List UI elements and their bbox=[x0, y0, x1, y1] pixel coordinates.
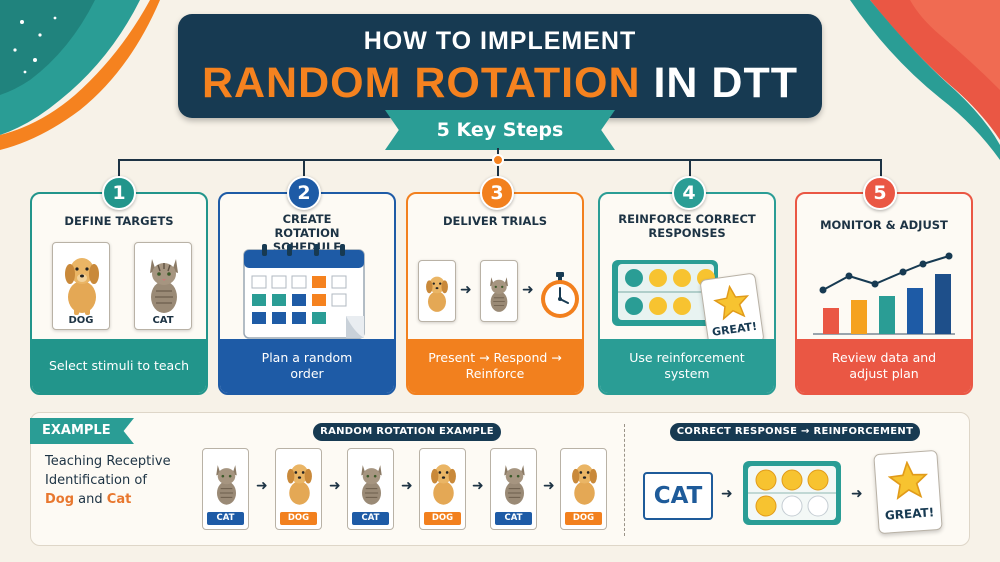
step-card-3: DELIVER TRIALS ➜ ➜ Present → Respond → R… bbox=[406, 192, 584, 395]
step-title: MONITOR & ADJUST bbox=[820, 218, 948, 232]
sequence-label: CAT bbox=[495, 512, 532, 525]
title-rest: IN DTT bbox=[653, 59, 799, 107]
sequence-label: DOG bbox=[424, 512, 461, 525]
step-number-badge-3: 3 bbox=[480, 176, 514, 210]
step-card-2: CREATE ROTATION SCHEDULE Plan a random o… bbox=[218, 192, 396, 395]
step-description: Select stimuli to teach bbox=[32, 339, 206, 393]
great-reward-card: GREAT! bbox=[699, 272, 765, 350]
step-number-badge-5: 5 bbox=[863, 176, 897, 210]
word-cat: Cat bbox=[106, 492, 132, 507]
cat-picture-card bbox=[480, 260, 518, 322]
sequence-label: CAT bbox=[207, 512, 244, 525]
great-reward-card: GREAT! bbox=[873, 449, 943, 535]
step-card-1: DEFINE TARGETS DOG CAT Select stimuli to… bbox=[30, 192, 208, 395]
step-card-4: REINFORCE CORRECT RESPONSES GREAT! Use r… bbox=[598, 192, 776, 395]
great-label: GREAT! bbox=[884, 505, 935, 523]
decorative-corner-left bbox=[0, 0, 160, 150]
step-card-5: MONITOR & ADJUST Review data and adjust … bbox=[795, 192, 973, 395]
cat-label: CAT bbox=[152, 315, 174, 326]
rotation-example-title: RANDOM ROTATION EXAMPLE bbox=[313, 423, 501, 441]
dog-icon bbox=[431, 464, 456, 505]
dog-icon bbox=[426, 276, 448, 312]
word-dog: Dog bbox=[45, 492, 75, 507]
response-example-title: CORRECT RESPONSE → REINFORCEMENT bbox=[670, 423, 920, 441]
dog-label: DOG bbox=[68, 315, 94, 326]
connector-drop-4 bbox=[689, 159, 691, 179]
connector-drop-5 bbox=[880, 159, 882, 179]
step-description: Use reinforcement system bbox=[600, 339, 774, 393]
cat-icon bbox=[504, 465, 525, 505]
arrow-icon: ➜ bbox=[543, 478, 555, 494]
arrow-icon: ➜ bbox=[401, 478, 413, 494]
arrow-icon: ➜ bbox=[472, 478, 484, 494]
token-board-icon bbox=[743, 461, 841, 525]
cat-icon bbox=[490, 277, 508, 312]
connector-drop-2 bbox=[303, 159, 305, 179]
connector-drop-3 bbox=[497, 159, 499, 179]
example-text-line-2: Identification of bbox=[45, 473, 147, 488]
step-number-badge-4: 4 bbox=[672, 176, 706, 210]
sequence-card-3: CAT bbox=[347, 448, 394, 530]
arrow-icon: ➜ bbox=[256, 478, 268, 494]
sequence-label: DOG bbox=[280, 512, 317, 525]
step-title: REINFORCE CORRECT RESPONSES bbox=[618, 212, 756, 240]
example-text-line-1: Teaching Receptive bbox=[45, 454, 171, 469]
arrow-icon: ➜ bbox=[522, 282, 534, 298]
example-tag: EXAMPLE bbox=[30, 418, 134, 444]
connector-drop-1 bbox=[118, 159, 120, 179]
response-word-card: CAT bbox=[643, 472, 713, 520]
example-text-line-3: Dog and Cat bbox=[45, 490, 195, 509]
star-icon bbox=[713, 284, 750, 321]
dog-icon bbox=[65, 258, 99, 315]
subtitle-ribbon: 5 Key Steps bbox=[385, 110, 615, 150]
dog-picture-card: DOG bbox=[52, 242, 110, 330]
cat-icon bbox=[361, 465, 382, 505]
great-label: GREAT! bbox=[711, 319, 758, 339]
star-icon bbox=[887, 460, 929, 500]
title-highlight: RANDOM ROTATION bbox=[201, 59, 641, 107]
title-banner: HOW TO IMPLEMENT RANDOM ROTATION IN DTT bbox=[178, 14, 822, 118]
dog-picture-card bbox=[418, 260, 456, 322]
calendar-icon bbox=[243, 244, 365, 339]
sequence-card-4: DOG bbox=[419, 448, 466, 530]
step-description: Plan a random order bbox=[220, 339, 394, 393]
title-line-1: HOW TO IMPLEMENT bbox=[363, 27, 637, 55]
sequence-card-1: CAT bbox=[202, 448, 249, 530]
stopwatch-icon bbox=[541, 272, 579, 318]
sequence-label: CAT bbox=[352, 512, 389, 525]
step-number-badge-2: 2 bbox=[287, 176, 321, 210]
step-title: DEFINE TARGETS bbox=[64, 214, 174, 228]
sequence-card-5: CAT bbox=[490, 448, 537, 530]
sequence-label: DOG bbox=[565, 512, 602, 525]
sequence-card-2: DOG bbox=[275, 448, 322, 530]
sequence-card-6: DOG bbox=[560, 448, 607, 530]
arrow-icon: ➜ bbox=[851, 486, 863, 502]
dog-icon bbox=[287, 464, 312, 505]
example-divider bbox=[624, 424, 625, 536]
example-description: Teaching Receptive Identification of Dog… bbox=[45, 452, 195, 509]
cat-picture-card: CAT bbox=[134, 242, 192, 330]
step-description: Present → Respond → Reinforce bbox=[408, 339, 582, 393]
arrow-icon: ➜ bbox=[329, 478, 341, 494]
cat-icon bbox=[216, 465, 237, 505]
decorative-corner-right bbox=[850, 0, 1000, 160]
step-description: Review data and adjust plan bbox=[797, 339, 971, 393]
word-and: and bbox=[78, 492, 103, 507]
bar-chart-icon bbox=[813, 252, 955, 335]
step-title: DELIVER TRIALS bbox=[442, 214, 548, 228]
arrow-icon: ➜ bbox=[721, 486, 733, 502]
connector-node bbox=[492, 154, 504, 166]
title-line-2: RANDOM ROTATION IN DTT bbox=[178, 59, 822, 108]
arrow-icon: ➜ bbox=[460, 282, 472, 298]
step-number-badge-1: 1 bbox=[102, 176, 136, 210]
dog-icon bbox=[572, 464, 597, 505]
cat-icon bbox=[150, 259, 178, 313]
